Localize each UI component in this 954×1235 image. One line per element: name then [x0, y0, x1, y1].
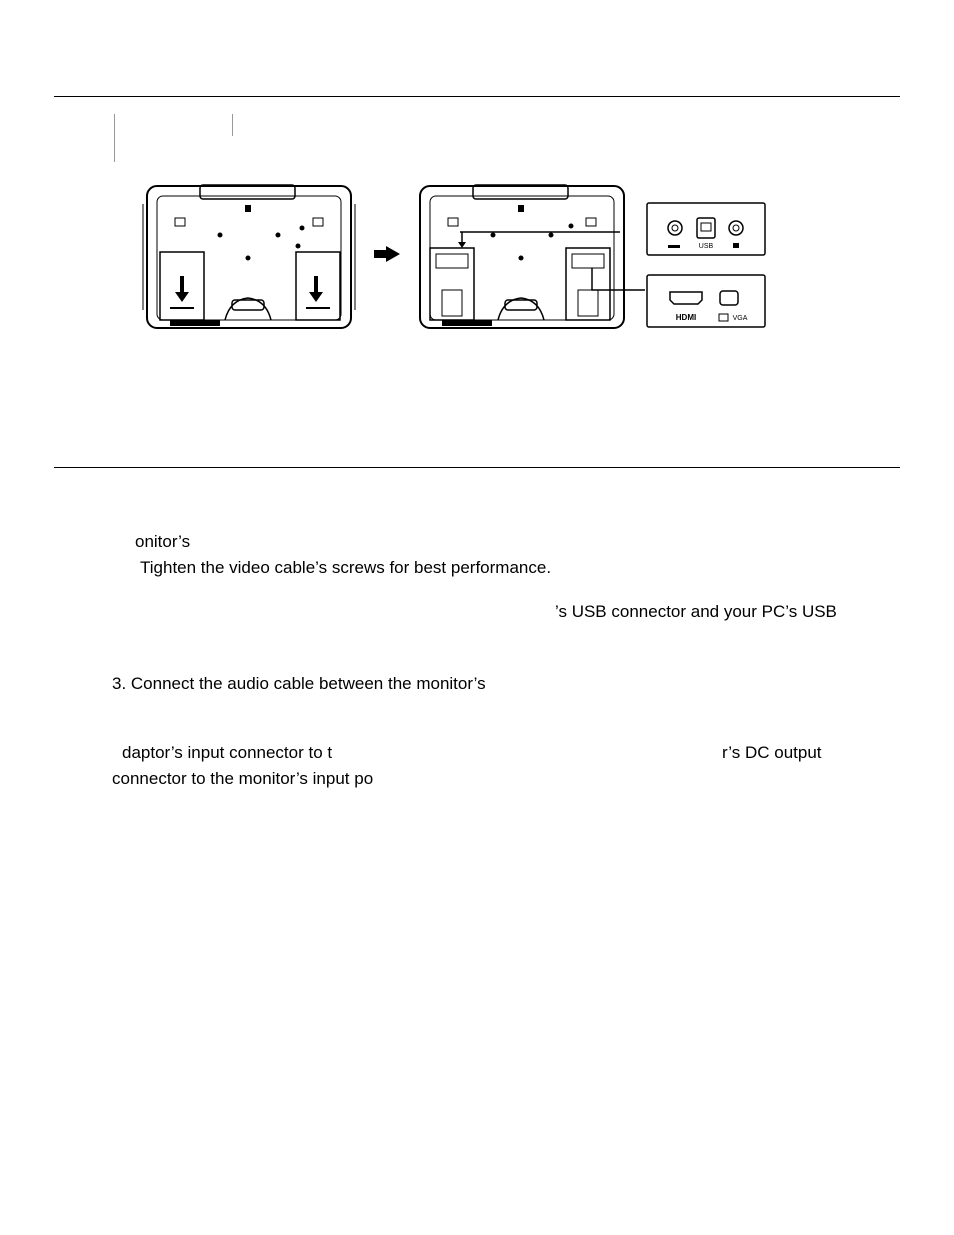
step-1-fragment: onitor’s — [135, 532, 191, 551]
right-arrow-icon — [374, 246, 400, 262]
step-2-fragment: ’s USB connector and your PC’s USB — [555, 602, 837, 621]
fragment-line-right — [232, 114, 233, 136]
top-rule — [54, 96, 900, 97]
vga-label: VGA — [733, 315, 748, 322]
inset-power-usb-audio: USB — [646, 202, 766, 256]
hdmi-label: HDMI — [676, 313, 696, 322]
step-4-fragment-c: connector to the monitor’s input po — [112, 769, 374, 788]
step-4-fragment-a: daptor’s input connector to t — [122, 743, 333, 762]
step-3-text: 3. Connect the audio cable between the m… — [112, 674, 486, 693]
step-1-note: Tighten the video cable’s screws for bes… — [140, 558, 552, 577]
cable-connection-figure: USB HDMI VGA — [142, 184, 766, 329]
section-rule — [54, 467, 900, 468]
monitor-rear-covers-off — [419, 184, 645, 329]
inset-hdmi-vga: HDMI VGA — [646, 274, 766, 328]
monitor-rear-covers-on — [142, 184, 356, 329]
fragment-line-left — [114, 114, 115, 162]
usb-port-mark: USB — [699, 243, 714, 250]
step-4-fragment-b: r’s DC output — [722, 743, 822, 762]
